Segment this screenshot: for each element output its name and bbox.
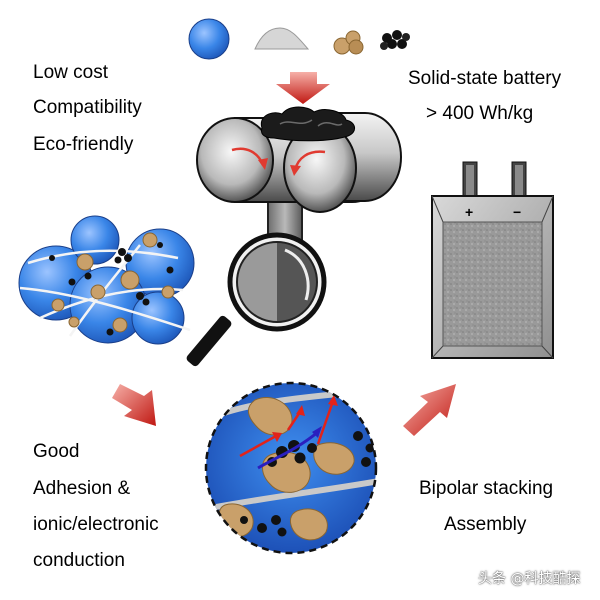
negative-terminal-label: − (513, 204, 521, 220)
process-line-bipolar-stacking: Bipolar stacking (419, 478, 554, 499)
zoom-in-arrow (112, 384, 156, 426)
property-line-ionic-electronic: ionic/electronic (33, 514, 159, 535)
active-material-particle (188, 18, 230, 60)
mixing-arrow (276, 72, 330, 104)
assembly-arrow (403, 384, 456, 436)
property-line-adhesion: Adhesion & (33, 478, 131, 499)
feature-eco-friendly: Eco-friendly (33, 134, 134, 155)
binder-particles (333, 30, 364, 55)
battery-energy-density: > 400 Wh/kg (426, 103, 534, 124)
pouch-battery (431, 161, 554, 359)
battery-title: Solid-state battery (408, 68, 562, 89)
property-line-conduction: conduction (33, 550, 125, 571)
magnifying-glass-icon (186, 232, 327, 367)
electrode-microstructure (18, 215, 195, 345)
property-line-good: Good (33, 441, 80, 462)
process-line-assembly: Assembly (444, 514, 527, 535)
raw-materials (188, 18, 410, 60)
electrolyte-powder (254, 27, 310, 50)
calender-rollers (196, 106, 402, 245)
zoomed-interface (204, 381, 378, 555)
feature-compatibility: Compatibility (33, 97, 142, 118)
feature-low-cost: Low cost (33, 62, 108, 83)
positive-terminal-label: + (465, 204, 473, 220)
electrode-dough (260, 106, 355, 142)
carbon-particles (380, 30, 410, 50)
watermark: 头条 @科技酷探 (478, 571, 581, 587)
